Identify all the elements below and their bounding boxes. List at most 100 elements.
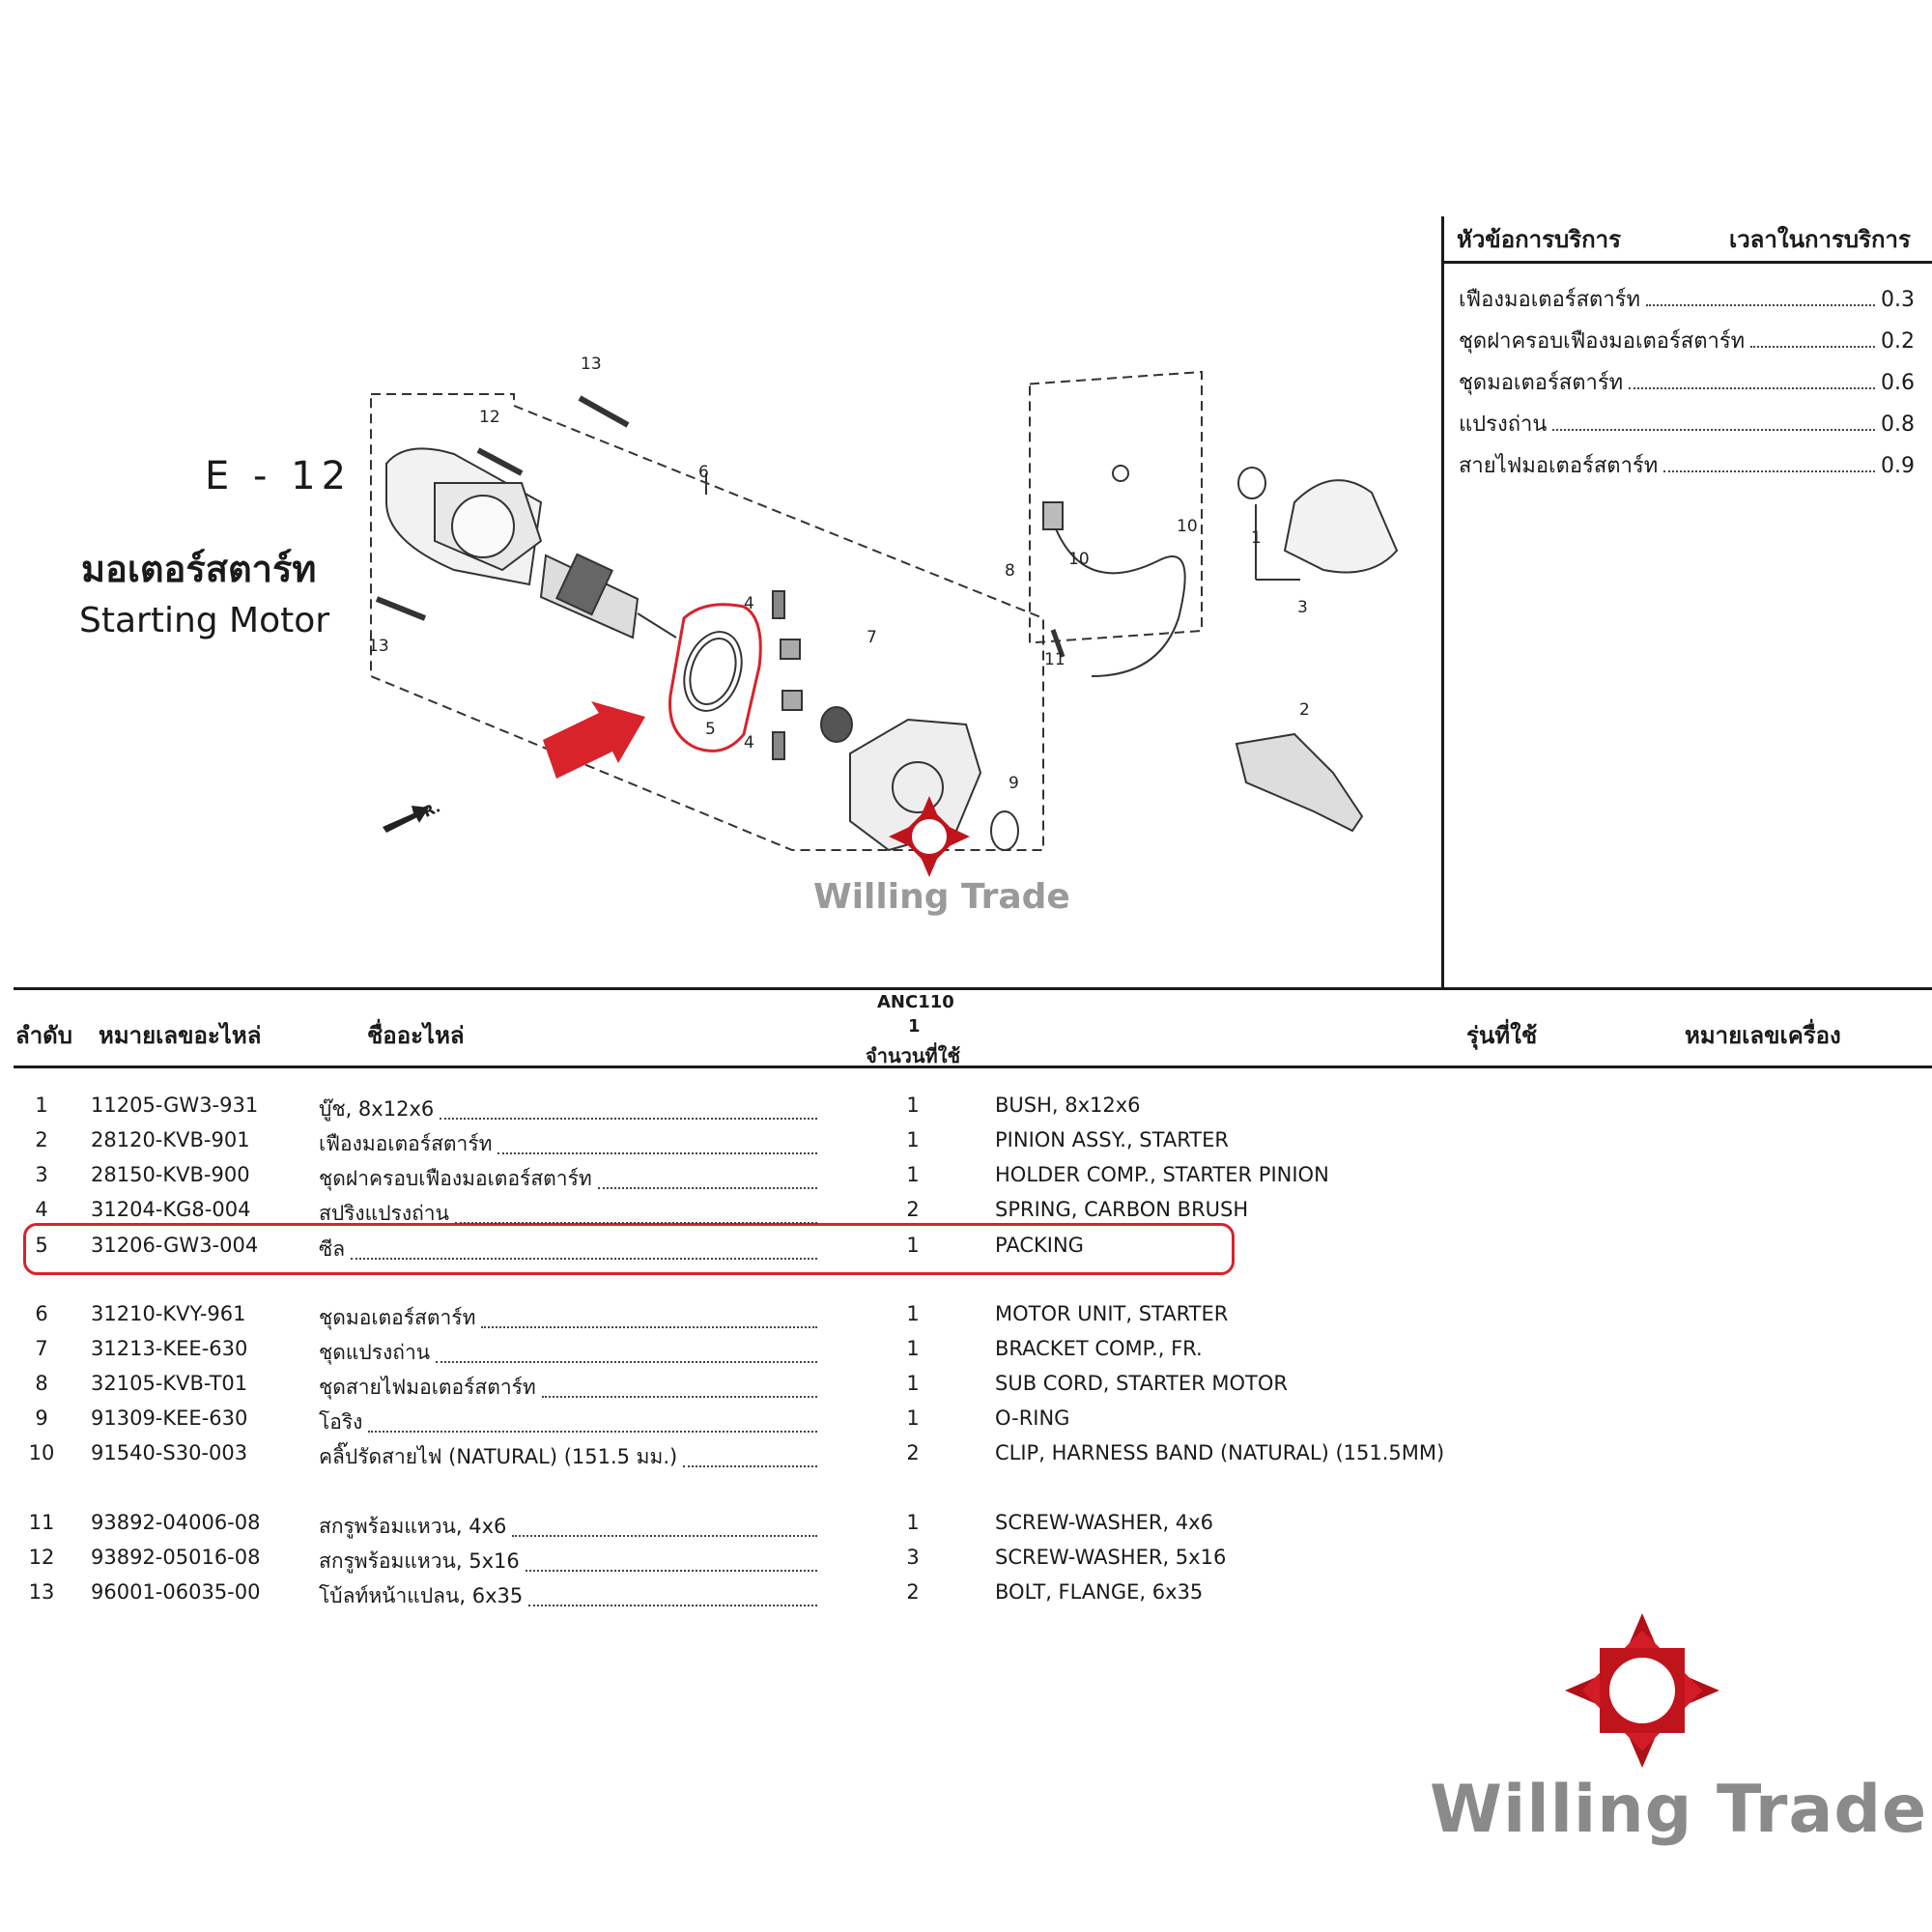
watermark-logo-icon — [889, 796, 970, 877]
row-name-thai: เฟืองมอเตอร์สตาร์ท — [319, 1132, 493, 1155]
service-header-right: เวลาในการบริการ — [1729, 226, 1911, 253]
row-name-thai: สกรูพร้อมแหวน, 4x6 — [319, 1515, 507, 1538]
row-name-english: BRACKET COMP., FR. — [995, 1337, 1203, 1360]
table-row: 12 93892-05016-08 สกรูพร้อมแหวน, 5x16 3 … — [0, 1542, 1932, 1577]
header-applicable-model: รุ่นที่ใช้ — [1466, 1022, 1538, 1049]
row-qty: 2 — [906, 1198, 920, 1221]
table-row: 4 31204-KG8-004 สปริงแปรงถ่าน 2 SPRING, … — [0, 1194, 1932, 1229]
row-no: 8 — [35, 1372, 48, 1395]
row-qty: 3 — [906, 1546, 920, 1569]
table-row: 1 11205-GW3-931 บู๊ช, 8x12x6 1 BUSH, 8x1… — [0, 1090, 1932, 1124]
header-quantity: จำนวนที่ใช้ — [866, 1044, 961, 1067]
callout-4-top: 4 — [744, 594, 754, 613]
service-name: สายไฟมอเตอร์สตาร์ท — [1459, 454, 1659, 478]
service-time: 0.8 — [1881, 412, 1915, 437]
service-row: สายไฟมอเตอร์สตาร์ท 0.9 — [1459, 448, 1915, 487]
table-row: 6 31210-KVY-961 ชุดมอเตอร์สตาร์ท 1 MOTOR… — [0, 1298, 1932, 1333]
row-no: 3 — [35, 1163, 48, 1186]
callout-13-top: 13 — [581, 355, 602, 374]
row-name-thai: ชุดฝาครอบเฟืองมอเตอร์สตาร์ท — [319, 1167, 592, 1190]
row-name-thai: โอริง — [319, 1410, 363, 1434]
watermark-text: Willing Trade — [813, 877, 1070, 917]
callout-1: 1 — [1251, 528, 1262, 548]
row-qty: 1 — [906, 1128, 920, 1151]
row-name-thai: ชุดมอเตอร์สตาร์ท — [319, 1306, 476, 1329]
row-name-thai: ชุดแปรงถ่าน — [319, 1341, 431, 1364]
table-row: 8 32105-KVB-T01 ชุดสายไฟมอเตอร์สตาร์ท 1 … — [0, 1368, 1932, 1403]
callout-3: 3 — [1297, 598, 1308, 617]
callout-8: 8 — [1005, 561, 1015, 581]
row-qty: 2 — [906, 1441, 920, 1464]
table-row: 2 28120-KVB-901 เฟืองมอเตอร์สตาร์ท 1 PIN… — [0, 1124, 1932, 1159]
red-pointer-arrow — [543, 701, 645, 779]
row-name-english: CLIP, HARNESS BAND (NATURAL) (151.5MM) — [995, 1441, 1445, 1464]
row-part-number: 11205-GW3-931 — [91, 1094, 259, 1117]
exploded-parts-diagram: 13 12 6 13 4 5 4 7 8 9 10 10 11 1 3 2 FR… — [368, 355, 1399, 917]
row-no: 5 — [35, 1234, 48, 1257]
row-name-english: O-RING — [995, 1406, 1070, 1430]
header-model-number: 1 — [908, 1016, 921, 1037]
row-name-thai: ซีล — [319, 1237, 346, 1261]
callout-7: 7 — [867, 628, 877, 647]
row-qty: 1 — [906, 1094, 920, 1117]
callout-13-left: 13 — [368, 637, 389, 656]
row-name-english: SCREW-WASHER, 4x6 — [995, 1511, 1213, 1534]
callout-10-left: 10 — [1068, 550, 1090, 569]
row-no: 2 — [35, 1128, 48, 1151]
row-qty: 1 — [906, 1372, 920, 1395]
service-time: 0.3 — [1881, 288, 1915, 312]
header-engine-number: หมายเลขเครื่อง — [1685, 1022, 1841, 1049]
row-part-number: 93892-05016-08 — [91, 1546, 261, 1569]
row-no: 9 — [35, 1406, 48, 1430]
table-row: 9 91309-KEE-630 โอริง 1 O-RING — [0, 1403, 1932, 1437]
row-no: 12 — [28, 1546, 55, 1569]
service-header-line — [1443, 261, 1932, 264]
row-part-number: 93892-04006-08 — [91, 1511, 261, 1534]
service-box-divider — [1441, 216, 1444, 989]
row-part-number: 32105-KVB-T01 — [91, 1372, 248, 1395]
callout-12: 12 — [479, 408, 500, 427]
row-part-number: 31206-GW3-004 — [91, 1234, 259, 1257]
callout-9: 9 — [1009, 774, 1019, 793]
row-name-english: SUB CORD, STARTER MOTOR — [995, 1372, 1289, 1395]
service-row: เฟืองมอเตอร์สตาร์ท 0.3 — [1459, 282, 1915, 321]
header-no: ลำดับ — [15, 1022, 73, 1049]
callout-4-bottom: 4 — [744, 733, 754, 753]
row-qty: 1 — [906, 1406, 920, 1430]
callout-2: 2 — [1299, 700, 1310, 720]
table-row: 13 96001-06035-00 โบ้ลท์หน้าแปลน, 6x35 2… — [0, 1577, 1932, 1611]
section-title-thai: มอเตอร์สตาร์ท — [81, 548, 317, 590]
service-name: เฟืองมอเตอร์สตาร์ท — [1459, 288, 1640, 312]
service-name: ชุดฝาครอบเฟืองมอเตอร์สตาร์ท — [1459, 329, 1746, 354]
section-code: E - 12 — [205, 454, 353, 498]
row-name-english: PINION ASSY., STARTER — [995, 1128, 1229, 1151]
row-part-number: 91309-KEE-630 — [91, 1406, 248, 1430]
row-no: 1 — [35, 1094, 48, 1117]
callout-11: 11 — [1044, 650, 1065, 669]
row-qty: 2 — [906, 1580, 920, 1604]
row-part-number: 91540-S30-003 — [91, 1441, 248, 1464]
row-name-english: SPRING, CARBON BRUSH — [995, 1198, 1249, 1221]
row-qty: 1 — [906, 1234, 920, 1257]
section-title-english: Starting Motor — [79, 601, 330, 640]
table-top-rule — [14, 987, 1932, 990]
service-name: ชุดมอเตอร์สตาร์ท — [1459, 371, 1624, 395]
callout-6: 6 — [698, 463, 709, 482]
callout-10-right: 10 — [1177, 517, 1198, 536]
row-qty: 1 — [906, 1511, 920, 1534]
row-no: 7 — [35, 1337, 48, 1360]
service-row: ชุดฝาครอบเฟืองมอเตอร์สตาร์ท 0.2 — [1459, 324, 1915, 362]
service-time: 0.2 — [1881, 329, 1915, 354]
row-part-number: 28120-KVB-901 — [91, 1128, 250, 1151]
service-time: 0.9 — [1881, 454, 1915, 478]
row-name-thai: สกรูพร้อมแหวน, 5x16 — [319, 1549, 520, 1573]
header-model: ANC110 — [877, 992, 954, 1012]
row-name-english: MOTOR UNIT, STARTER — [995, 1302, 1229, 1325]
row-part-number: 31213-KEE-630 — [91, 1337, 248, 1360]
row-no: 13 — [28, 1580, 55, 1604]
row-name-english: PACKING — [995, 1234, 1084, 1257]
table-row: 3 28150-KVB-900 ชุดฝาครอบเฟืองมอเตอร์สตา… — [0, 1159, 1932, 1194]
gasket-highlight — [668, 603, 762, 753]
row-name-thai: ชุดสายไฟมอเตอร์สตาร์ท — [319, 1376, 536, 1399]
